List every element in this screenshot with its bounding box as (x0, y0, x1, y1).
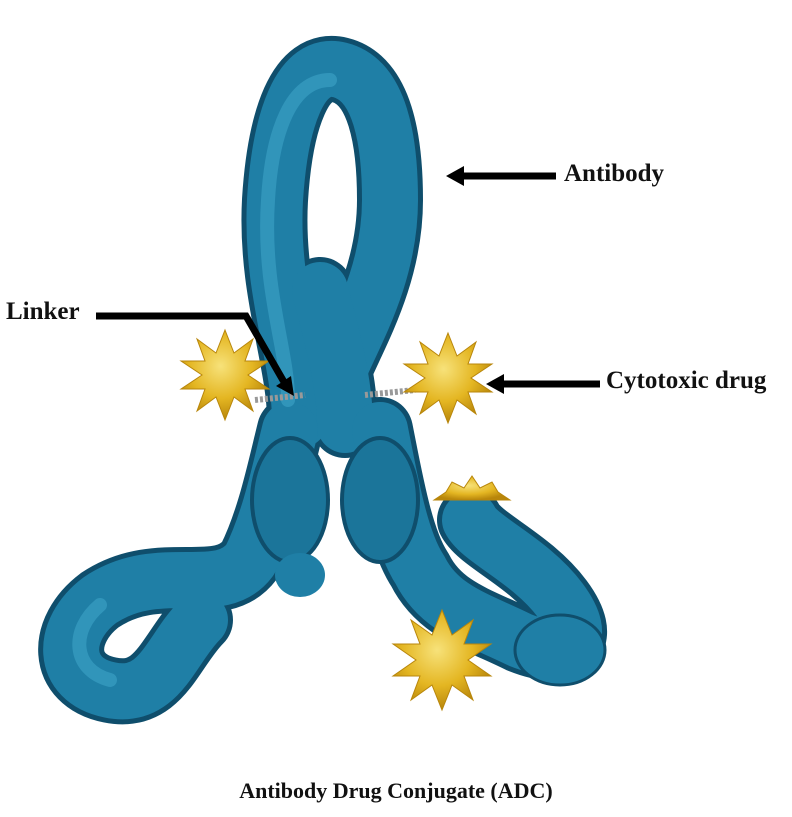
drug-molecule (402, 331, 494, 425)
cytotoxic-drug-label: Cytotoxic drug (606, 367, 767, 394)
drug-molecule (391, 608, 493, 712)
antibody-label: Antibody (564, 160, 665, 187)
antibody-structure (38, 36, 607, 725)
cytotoxic-drug-arrow (486, 374, 600, 394)
linker-label: Linker (6, 298, 80, 325)
drug-molecule (179, 328, 271, 422)
cytotoxic-drug-molecules (179, 328, 512, 712)
diagram-caption: Antibody Drug Conjugate (ADC) (239, 778, 553, 803)
pointer-arrows (96, 166, 600, 396)
linker-arrow (96, 312, 294, 396)
antibody-arrow (446, 166, 556, 186)
drug-molecule (432, 475, 512, 501)
